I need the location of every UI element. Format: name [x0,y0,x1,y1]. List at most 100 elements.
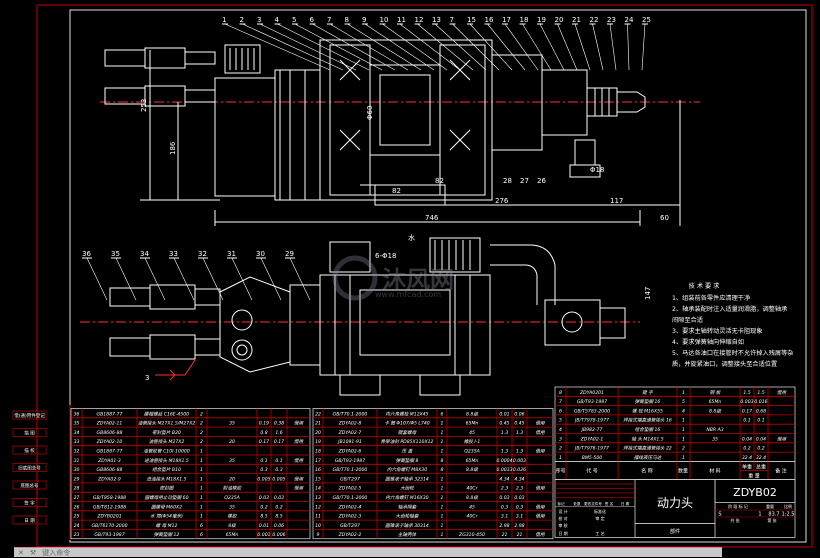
table-cell: NBR A3 [706,427,723,433]
table-cell: 6 [200,532,203,538]
table-cell: 1 [682,455,685,461]
balloon-number: 6 [310,16,315,24]
table-cell: 弹簧垫圈 12 [154,532,180,538]
table-cell: 0.17 [259,439,269,445]
leader-line [329,23,409,71]
table-cell: 13 [315,495,321,501]
table-cell: GB/T93-1987 [577,399,607,405]
table-cell: 焊接式端直通管接头 16 [623,418,672,424]
table-cell: 8级 [228,523,236,529]
table-cell: 0.0033 [496,467,512,473]
revision-header: 标记 [557,501,565,506]
table-cell: 1 [200,504,203,510]
revision-header: 处数 [573,501,581,506]
table-cell: 6 [200,523,203,529]
tech-requirement-item: 质，并旋紧油口，调整接头至合适位置 [672,360,777,368]
table-cell: 1 [200,495,203,501]
stage-header: 阶 段 标 记 [728,503,748,509]
table-cell: ZDYA02-10 [96,439,123,445]
wrench-icon[interactable]: ⚒ [29,548,37,557]
table-cell: 6 [441,411,444,417]
balloon-number: 23 [607,16,616,24]
scale-header: 比例 [784,503,792,509]
weight-value: 83.7 [768,512,779,518]
table-cell: 内六角螺钉 M8X30 [387,467,427,473]
command-line[interactable]: ✕ ⚒ 键入命令 [14,547,722,557]
table-cell: 32 [74,449,80,455]
leader-line [641,23,646,71]
table-cell: 水 筒(Φ54毫米) [150,514,183,520]
balloon-number: 21 [572,16,581,24]
table-cell: 8 [441,458,444,464]
table-cell: JB/T7978-1977 [574,418,609,424]
table-cell: GB8606-88 [97,467,123,473]
table-cell: 25 [74,514,80,520]
table-cell: 骨架油封 PD85X110X12 [381,439,434,445]
revision-header: 更改文件号 [584,501,602,506]
table-cell: ZDYA02-1 [580,436,604,442]
leader-line [399,23,461,71]
leader-line [487,23,526,71]
table-cell: 0.8 [260,430,267,436]
table-cell: ZDYA02-4 [338,504,362,510]
side-label: 描 校 [24,447,35,454]
table-cell: Q235A [224,495,240,501]
table-cell: 18 [315,449,321,455]
side-cell [12,463,47,472]
table-cell: 0.19 [259,421,269,427]
side-cell [12,445,47,455]
table-cell: GB1887-77 [97,449,123,455]
table-cell: 0.17 [274,439,284,445]
balloon-number: 27 [520,177,529,185]
table-cell: 21 [315,421,321,427]
table-cell: 40Cr [467,514,479,520]
top-section-view [100,39,700,226]
table-cell: 1 [682,390,685,396]
quantity-value: 1 [758,512,761,518]
table-cell: 键 手 [642,390,653,396]
table-cell: 0.3 [501,504,508,510]
table-cell: 28 [74,486,80,492]
dim-bore: Φ60 [366,106,374,120]
table-cell: 橡胶 I-1 [464,439,481,445]
side-label: 旧底图总号 [18,465,41,472]
table-cell: 2 [559,446,562,452]
table-cell: 4 [682,408,685,414]
section-arrow [155,359,196,381]
close-icon[interactable]: ✕ [18,548,24,557]
table-cell: 密封圈 [160,486,175,492]
table-cell: JB/T7978-1977 [574,446,609,452]
table-cell: 1 [200,467,203,473]
table-cell: 35 [229,421,235,427]
balloon-number: 5 [292,16,296,24]
command-input[interactable]: 键入命令 [42,548,71,557]
table-cell: GB/T70.1-2000 [333,411,368,417]
table-cell: 2 [200,421,203,427]
table-cell: 0.06 [514,411,524,417]
table-cell: 1 [441,421,444,427]
table-cell: 6 [559,408,562,414]
sign-label: 日 期 [558,530,567,536]
table-cell: 29 [74,476,80,482]
table-cell: ZDYA02-8 [338,421,362,427]
revision-header: 签 名 [605,501,614,506]
table-cell: 8.8级 [466,467,478,473]
balloon-number: 20 [555,16,564,24]
table-cell: 油管胶管 C10I-10000 [143,449,190,455]
table-cell: 32.4 [756,455,766,461]
header-total: 总重 [756,463,766,470]
table-cell: 卡 簧 Φ107/Φ5 L740 [384,421,429,427]
leader-line [434,23,487,71]
leader-line [260,257,282,301]
side-cell [12,480,47,490]
tech-requirement-item: 2、轴承装配时注入适量润滑脂，调整轴承 [672,305,787,313]
watermark-text: 沐风网 [382,266,454,294]
table-cell: 4.34 [499,476,509,482]
table-cell: GB/T297 [340,523,360,529]
table-cell: 大齿轮轴套 [396,514,420,520]
table-cell: 摆线液压马达 [634,455,663,461]
table-cell: 借用 [294,476,304,482]
table-cell: 0.005 [272,476,285,482]
